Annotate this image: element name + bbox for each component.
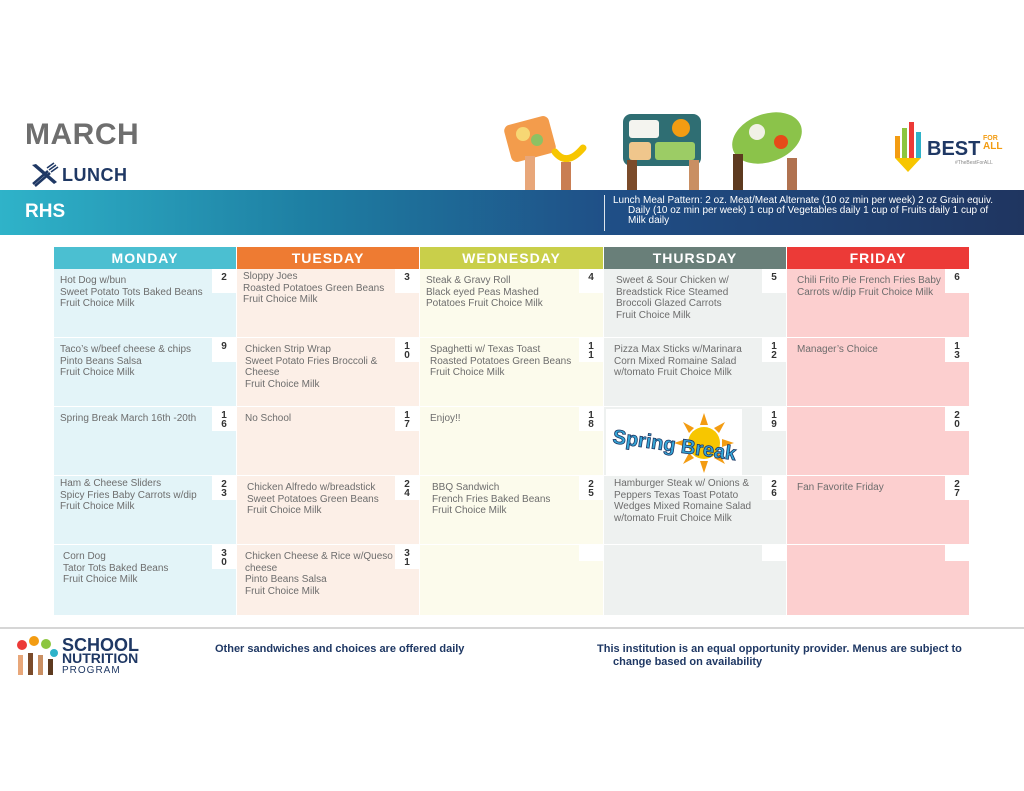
calendar-day-cell: Pizza Max Sticks w/Marinara Corn Mixed R…	[604, 338, 787, 407]
day-menu: Spaghetti w/ Texas Toast Roasted Potatoe…	[430, 344, 572, 378]
calendar-day-cell: No School 1 7	[237, 407, 420, 476]
calendar-day-cell	[604, 545, 787, 616]
meal-type: LUNCH	[30, 162, 128, 188]
calendar-day-cell	[420, 545, 604, 616]
day-menu: Chicken Strip Wrap Sweet Potato Fries Br…	[245, 344, 378, 390]
day-number: 2 6	[762, 476, 786, 500]
fruits-people-icon	[17, 636, 58, 675]
calendar-day-cell: Spring Break 1 9	[604, 407, 787, 476]
day-number: 6	[945, 269, 969, 293]
day-menu: Ham & Cheese Sliders Spicy Fries Baby Ca…	[60, 478, 197, 512]
school-nutrition-program-logo: SCHOOL NUTRITION PROGRAM	[14, 635, 164, 679]
day-number: 1 0	[395, 338, 419, 362]
calendar-day-cell: Fan Favorite Friday 2 7	[787, 476, 970, 545]
snp-school-text: SCHOOL	[62, 635, 140, 655]
day-number: 3 1	[395, 545, 419, 569]
day-menu: Sweet & Sour Chicken w/ Breadstick Rice …	[616, 275, 729, 321]
calendar-day-cell	[787, 545, 970, 616]
day-menu: BBQ Sandwich French Fries Baked Beans Fr…	[432, 482, 551, 516]
best-logo-text: BEST	[927, 138, 981, 160]
day-number: 1 8	[579, 407, 603, 431]
sandwich-choices-note: Other sandwiches and choices are offered…	[215, 643, 465, 655]
day-number: 2 3	[212, 476, 236, 500]
calendar-day-cell: BBQ Sandwich French Fries Baked Beans Fr…	[420, 476, 604, 545]
day-number: 2 5	[579, 476, 603, 500]
footer-divider	[0, 627, 1024, 629]
day-header-monday: MONDAY	[54, 247, 237, 269]
calendar-day-cell: 2 0	[787, 407, 970, 476]
calendar-day-cell: Chicken Cheese & Rice w/Queso cheese Pin…	[237, 545, 420, 616]
calendar-day-cell: Sloppy Joes Roasted Potatoes Green Beans…	[237, 269, 420, 338]
calendar-day-cell: Steak & Gravy Roll Black eyed Peas Mashe…	[420, 269, 604, 338]
menu-calendar: MONDAY TUESDAY WEDNESDAY THURSDAY FRIDAY…	[54, 247, 970, 616]
day-menu: Corn Dog Tator Tots Baked Beans Fruit Ch…	[63, 551, 169, 585]
spring-break-image: Spring Break	[606, 409, 742, 475]
day-menu: Chili Frito Pie French Fries Baby Carrot…	[797, 275, 941, 298]
day-number	[945, 545, 969, 561]
day-number: 5	[762, 269, 786, 293]
day-menu: Taco’s w/beef cheese & chips Pinto Beans…	[60, 344, 192, 378]
calendar-day-cell: Hot Dog w/bun Sweet Potato Tots Baked Be…	[54, 269, 237, 338]
month-title: MARCH	[25, 118, 140, 151]
day-menu: Enjoy!!	[430, 413, 461, 424]
day-number: 9	[212, 338, 236, 362]
day-menu: Sloppy Joes Roasted Potatoes Green Beans…	[243, 271, 385, 305]
snp-program-text: PROGRAM	[62, 665, 121, 676]
snp-nutrition-text: NUTRITION	[62, 650, 139, 666]
fork-knife-icon	[32, 162, 59, 187]
day-header-thursday: THURSDAY	[604, 247, 787, 269]
day-menu: Pizza Max Sticks w/Marinara Corn Mixed R…	[614, 344, 742, 378]
day-header-tuesday: TUESDAY	[237, 247, 420, 269]
day-number	[579, 545, 603, 561]
day-number: 4	[579, 269, 603, 293]
day-menu: Hot Dog w/bun Sweet Potato Tots Baked Be…	[60, 275, 203, 309]
calendar-day-cell: Sweet & Sour Chicken w/ Breadstick Rice …	[604, 269, 787, 338]
meal-pattern-note: Lunch Meal Pattern: 2 oz. Meat/Meat Alte…	[613, 195, 994, 226]
calendar-day-cell: Taco’s w/beef cheese & chips Pinto Beans…	[54, 338, 237, 407]
day-number: 2 7	[945, 476, 969, 500]
calendar-day-cell: Manager’s Choice 1 3	[787, 338, 970, 407]
calendar-day-cell: Corn Dog Tator Tots Baked Beans Fruit Ch…	[54, 545, 237, 616]
day-number: 1 3	[945, 338, 969, 362]
day-menu: Chicken Alfredo w/breadstick Sweet Potat…	[247, 482, 379, 516]
calendar-day-cell: Spaghetti w/ Texas Toast Roasted Potatoe…	[420, 338, 604, 407]
day-number: 3	[395, 269, 419, 293]
day-menu: Manager’s Choice	[797, 344, 878, 355]
best-logo-tagline: #TheBestForALL	[955, 160, 993, 166]
calendar-day-cell: Ham & Cheese Sliders Spicy Fries Baby Ca…	[54, 476, 237, 545]
day-number: 2 4	[395, 476, 419, 500]
day-menu: Steak & Gravy Roll Black eyed Peas Mashe…	[426, 275, 543, 309]
day-number: 3 0	[212, 545, 236, 569]
day-number: 1 9	[762, 407, 786, 431]
banner-divider	[604, 195, 605, 231]
calendar-day-cell: Chicken Strip Wrap Sweet Potato Fries Br…	[237, 338, 420, 407]
calendar-day-cell: Spring Break March 16th -20th 1 6	[54, 407, 237, 476]
school-name: RHS	[25, 201, 66, 222]
calendar-day-cell: Chicken Alfredo w/breadstick Sweet Potat…	[237, 476, 420, 545]
calendar-day-cell: Hamburger Steak w/ Onions & Peppers Texa…	[604, 476, 787, 545]
school-banner: RHS Lunch Meal Pattern: 2 oz. Meat/Meat …	[0, 190, 1024, 235]
day-number	[762, 545, 786, 561]
day-menu: No School	[245, 413, 292, 424]
day-number: 2	[212, 269, 236, 293]
day-menu: Spring Break March 16th -20th	[60, 413, 197, 424]
day-header-friday: FRIDAY	[787, 247, 970, 269]
day-number: 1 2	[762, 338, 786, 362]
day-menu: Fan Favorite Friday	[797, 482, 884, 493]
calendar-day-cell: Enjoy!! 1 8	[420, 407, 604, 476]
day-number: 1 7	[395, 407, 419, 431]
day-number: 2 0	[945, 407, 969, 431]
day-number: 1 1	[579, 338, 603, 362]
lunch-trays-illustration	[504, 112, 802, 192]
pencil-bars-icon	[895, 122, 921, 172]
day-menu: Hamburger Steak w/ Onions & Peppers Texa…	[614, 478, 752, 524]
day-number: 1 6	[212, 407, 236, 431]
calendar-day-cell: Chili Frito Pie French Fries Baby Carrot…	[787, 269, 970, 338]
meal-label: LUNCH	[62, 164, 128, 185]
day-header-wednesday: WEDNESDAY	[420, 247, 604, 269]
equal-opportunity-note: This institution is an equal opportunity…	[597, 643, 962, 668]
day-menu: Chicken Cheese & Rice w/Queso cheese Pin…	[245, 551, 393, 597]
